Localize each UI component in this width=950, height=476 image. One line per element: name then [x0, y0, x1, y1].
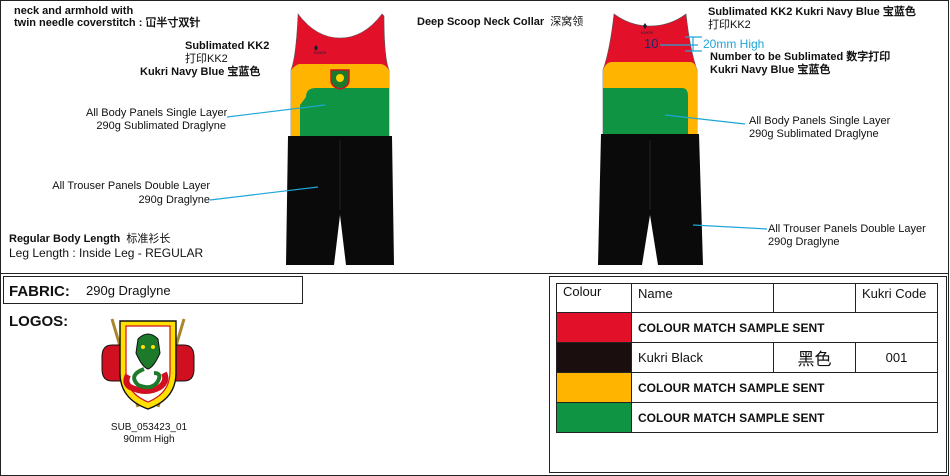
swatch-red	[556, 312, 632, 343]
colour-panel-box	[549, 276, 947, 473]
back-shorts-black	[598, 134, 703, 265]
front-sublimated-line1: Sublimated KK2	[185, 40, 270, 52]
fabric-label: FABRIC:	[9, 283, 70, 300]
body-length-note: Regular Body Length 标准衫长	[9, 233, 171, 245]
front-trouser-line1: All Trouser Panels Double Layer	[52, 180, 210, 192]
fabric-box	[3, 276, 303, 304]
back-sublimated-line2: 打印KK2	[708, 19, 751, 31]
header-blank	[773, 283, 856, 313]
fabric-value: 290g Draglyne	[86, 283, 171, 298]
back-number: 10	[644, 36, 659, 51]
colour-row-black: Kukri Black 黑色 001	[556, 342, 938, 373]
colour-row-yellow: COLOUR MATCH SAMPLE SENT	[556, 372, 938, 403]
colour-name-yellow: COLOUR MATCH SAMPLE SENT	[631, 372, 938, 403]
logo-code: SUB_053423_01	[110, 422, 188, 433]
leader-lines	[209, 36, 768, 230]
front-crest	[330, 69, 350, 90]
header-colour: Colour	[556, 283, 632, 313]
stitch-note-line1: neck and armhold with	[14, 5, 134, 17]
colour-row-green: COLOUR MATCH SAMPLE SENT	[556, 402, 938, 433]
leg-length-note: Leg Length : Inside Leg - REGULAR	[9, 246, 204, 260]
club-crest-logo	[101, 318, 195, 410]
back-body-line2: 290g Sublimated Draglyne	[749, 128, 879, 140]
colour-code-black: 001	[855, 342, 938, 373]
header-kukri-code: Kukri Code	[855, 283, 938, 313]
colour-table: Colour Name Kukri Code COLOUR MATCH SAMP…	[556, 283, 938, 433]
garment-drawings: KUKRI KUKRI	[209, 13, 768, 265]
back-trouser-line1: All Trouser Panels Double Layer	[768, 223, 926, 235]
number-note-line2: Kukri Navy Blue 宝蓝色	[710, 64, 831, 76]
swatch-green	[556, 402, 632, 433]
front-sublimated-line2: 打印KK2	[185, 53, 228, 65]
stitch-note-line2: twin needle coverstitch : 冚半寸双针	[14, 17, 201, 29]
colour-name-black: Kukri Black	[631, 342, 774, 373]
swatch-yellow	[556, 372, 632, 403]
front-body-line2: 290g Sublimated Draglyne	[96, 120, 226, 132]
back-body-line1: All Body Panels Single Layer	[749, 115, 891, 127]
swatch-black	[556, 342, 632, 373]
number-note-line1: Number to be Sublimated 数字打印	[710, 51, 891, 63]
neck-collar-note: Deep Scoop Neck Collar 深窝领	[417, 16, 584, 28]
svg-text:KUKRI: KUKRI	[641, 30, 653, 35]
colour-row-red: COLOUR MATCH SAMPLE SENT	[556, 312, 938, 343]
svg-text:KUKRI: KUKRI	[314, 50, 326, 55]
header-name: Name	[631, 283, 774, 313]
logo-size: 90mm High	[123, 434, 175, 445]
front-body-line1: All Body Panels Single Layer	[86, 107, 228, 119]
colour-cn-black: 黑色	[773, 342, 856, 373]
front-trouser-line2: 290g Draglyne	[138, 194, 210, 206]
back-trouser-line2: 290g Draglyne	[768, 236, 840, 248]
section-divider	[0, 273, 949, 274]
colour-name-green: COLOUR MATCH SAMPLE SENT	[631, 402, 938, 433]
number-height-note: 20mm High	[703, 37, 765, 51]
front-green-panel	[300, 88, 389, 137]
colour-table-header: Colour Name Kukri Code	[556, 283, 938, 313]
front-unisuit: KUKRI	[286, 13, 394, 265]
back-unisuit: KUKRI	[598, 13, 703, 265]
back-sublimated-line1: Sublimated KK2 Kukri Navy Blue 宝蓝色	[708, 6, 916, 18]
back-green-panel	[603, 88, 688, 135]
front-sublimated-line3: Kukri Navy Blue 宝蓝色	[140, 66, 261, 78]
colour-name-red: COLOUR MATCH SAMPLE SENT	[631, 312, 938, 343]
logos-label: LOGOS:	[9, 313, 69, 330]
